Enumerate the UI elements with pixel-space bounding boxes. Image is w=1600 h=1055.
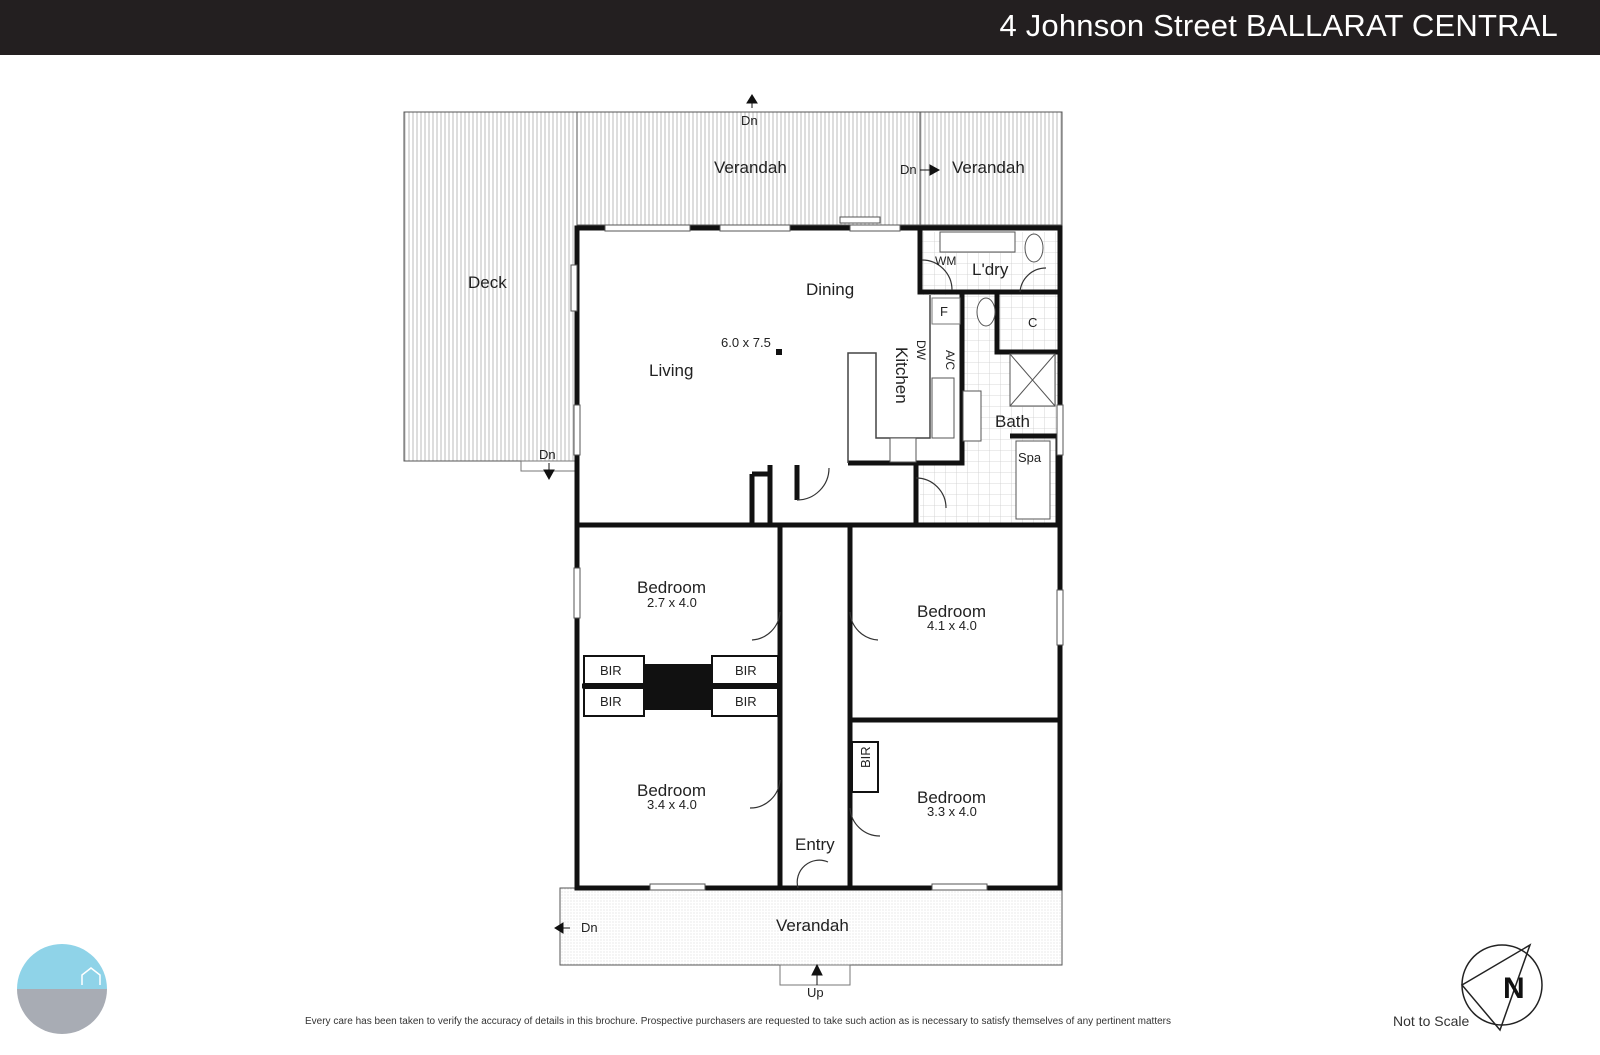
- label-kitchen: Kitchen: [892, 347, 911, 404]
- label-bir: BIR: [735, 663, 757, 678]
- label-dn: Dn: [900, 162, 917, 177]
- chimney: [645, 664, 711, 710]
- bath-vanity: [962, 390, 982, 442]
- toilet-laundry: [1024, 233, 1044, 263]
- label-bedroom-3-size: 3.4 x 4.0: [647, 797, 697, 812]
- label-fridge: F: [940, 304, 948, 319]
- not-to-scale: Not to Scale: [1393, 1013, 1470, 1029]
- label-bedroom-1: Bedroom: [637, 578, 706, 597]
- label-living-size: 6.0 x 7.5: [721, 335, 771, 350]
- label-dw: DW: [914, 340, 928, 361]
- cooktop: [889, 437, 917, 463]
- label-bedroom-2-size: 4.1 x 4.0: [927, 618, 977, 633]
- label-bedroom-2: Bedroom: [917, 602, 986, 621]
- fridge: [931, 297, 961, 325]
- toilet-bath: [976, 297, 996, 327]
- label-bir: BIR: [600, 694, 622, 709]
- label-bir: BIR: [600, 663, 622, 678]
- laundry-trough: [939, 231, 1016, 253]
- label-bedroom-3: Bedroom: [637, 781, 706, 800]
- label-dn: Dn: [581, 920, 598, 935]
- north-arrow-icon: N: [1460, 943, 1543, 1032]
- label-spa: Spa: [1018, 450, 1042, 465]
- built-in-robes: [583, 655, 879, 793]
- label-bedroom-4: Bedroom: [917, 788, 986, 807]
- label-living: Living: [649, 361, 693, 380]
- label-verandah-front: Verandah: [776, 916, 849, 935]
- door-swings: [749, 259, 1047, 889]
- deck: [403, 111, 578, 462]
- label-bir: BIR: [858, 746, 873, 768]
- stair-arrows: [543, 94, 941, 985]
- label-bath: Bath: [995, 412, 1030, 431]
- header-bar: 4 Johnson Street BALLARAT CENTRAL: [0, 0, 1600, 55]
- label-ac: A/C: [943, 350, 957, 370]
- label-dining: Dining: [806, 280, 854, 299]
- label-bir: BIR: [735, 694, 757, 709]
- verandah-top-right: [919, 111, 1063, 226]
- spa-bath: [1015, 440, 1051, 520]
- label-deck: Deck: [468, 273, 507, 292]
- page-title: 4 Johnson Street BALLARAT CENTRAL: [999, 8, 1558, 43]
- house-icon: [81, 967, 101, 985]
- kitchen-bench: [847, 295, 931, 463]
- label-cupboard: C: [1028, 315, 1037, 330]
- living-marker: [776, 349, 782, 355]
- label-up: Up: [807, 985, 824, 1000]
- label-bedroom-4-size: 3.3 x 4.0: [927, 804, 977, 819]
- label-laundry: L'dry: [972, 260, 1009, 279]
- walls: [574, 225, 1063, 891]
- label-bedroom-1-size: 2.7 x 4.0: [647, 595, 697, 610]
- company-logo: [17, 944, 107, 1034]
- shower: [1009, 353, 1056, 407]
- label-verandah-top-left: Verandah: [714, 158, 787, 177]
- kitchen-sink: [931, 377, 955, 439]
- svg-text:N: N: [1503, 972, 1525, 1005]
- disclaimer: Every care has been taken to verify the …: [305, 1016, 1171, 1027]
- label-wm: WM: [935, 254, 956, 268]
- label-dn: Dn: [539, 447, 556, 462]
- label-entry: Entry: [795, 835, 835, 854]
- label-dn: Dn: [741, 113, 758, 128]
- label-verandah-top-right: Verandah: [952, 158, 1025, 177]
- windows: [570, 216, 1064, 891]
